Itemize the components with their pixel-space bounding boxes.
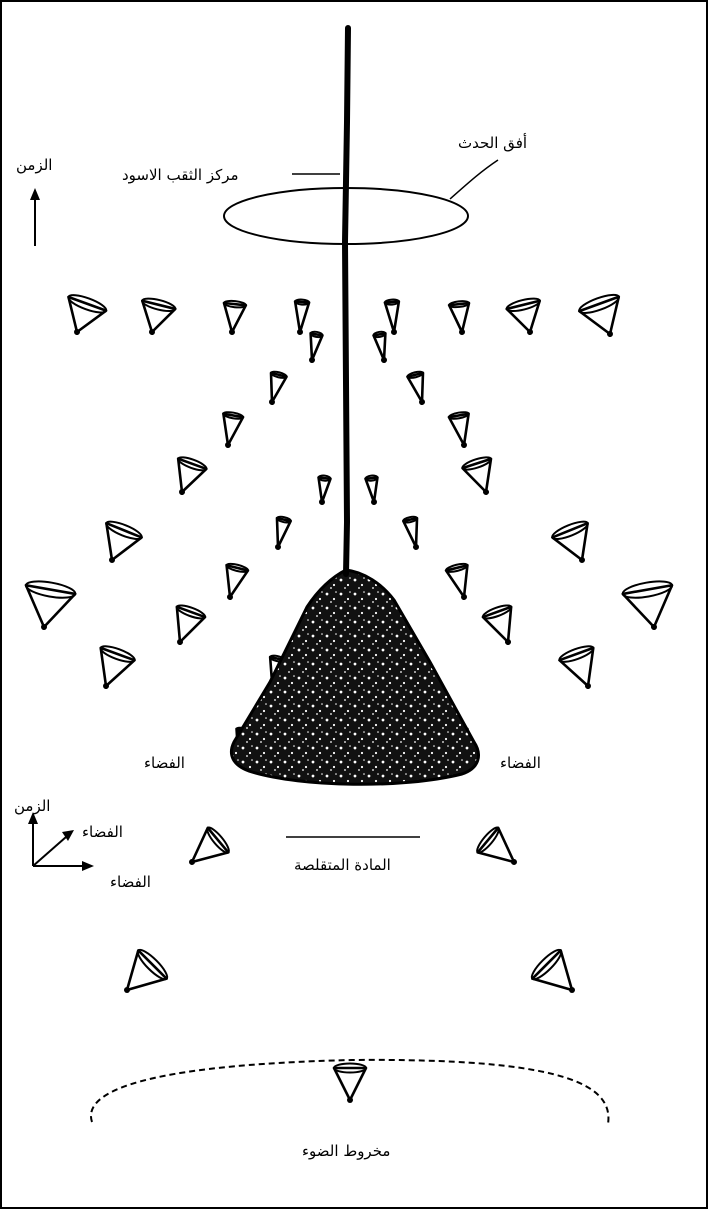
light-cone-26 — [622, 578, 680, 634]
light-cone-body — [168, 459, 206, 497]
light-cone-22 — [550, 518, 600, 570]
light-cone-15 — [167, 455, 208, 500]
axis-space-horizontal-label: الفضاء — [110, 875, 151, 890]
light-cone-24 — [445, 562, 475, 602]
light-cone-8 — [577, 291, 630, 344]
light-cone-20 — [403, 516, 424, 552]
light-cone-7 — [506, 296, 548, 339]
light-cone-39 — [334, 1064, 366, 1103]
light-cone-23 — [219, 562, 249, 602]
axis-space-diagonal-line — [33, 837, 66, 866]
light-cone-body — [483, 607, 522, 647]
light-cone-body — [19, 585, 75, 631]
axis-space-horizontal-arrowhead — [82, 861, 94, 871]
light-cone-38 — [528, 946, 588, 1006]
light-cone-13 — [218, 411, 244, 450]
light-cone-apex — [347, 1097, 353, 1103]
light-cone-1 — [57, 292, 108, 342]
light-cone-9 — [306, 331, 323, 364]
time-arrowhead-top — [30, 188, 40, 200]
light-cone-25 — [19, 578, 77, 634]
axis-space-diagonal-label: الفضاء — [82, 825, 123, 840]
collapsing-matter-cone — [231, 570, 478, 784]
light-cone-5 — [385, 299, 401, 335]
light-cone-17 — [316, 475, 331, 506]
light-cone-35 — [179, 825, 231, 876]
light-cone-21 — [93, 518, 143, 570]
light-cone-body — [293, 302, 309, 333]
time-label-top: الزمن — [16, 158, 52, 173]
light-cone-12 — [407, 370, 431, 406]
light-cone-body — [559, 648, 604, 692]
light-cone-6 — [449, 300, 472, 336]
light-cone-11 — [264, 370, 288, 406]
light-cone-31 — [88, 643, 136, 695]
light-cone-apex — [319, 499, 326, 506]
light-cone-body — [136, 301, 176, 336]
light-cone-body — [623, 585, 679, 631]
light-cone-28 — [482, 603, 524, 650]
light-cone-2 — [135, 296, 177, 339]
light-cone-18 — [365, 475, 380, 506]
light-cone-4 — [293, 299, 309, 335]
singularity-label: مركز الثقب الاسود — [122, 168, 239, 183]
light-cone-10 — [373, 331, 390, 364]
space-label-right: الفضاء — [500, 756, 541, 771]
light-cone-label: مخروط الضوء — [302, 1144, 390, 1159]
light-cone-36 — [474, 825, 526, 876]
light-cone-apex — [371, 499, 378, 506]
light-cone-body — [385, 302, 401, 333]
light-cone-32 — [558, 643, 606, 695]
light-cone-body — [89, 648, 134, 692]
light-cone-37 — [111, 946, 171, 1006]
collapsing-matter-label: المادة المتقلصة — [294, 858, 391, 873]
light-cone-16 — [461, 455, 501, 500]
light-cone-19 — [271, 516, 292, 552]
light-cone-apex — [391, 329, 397, 335]
light-cone-27 — [165, 603, 207, 650]
light-cone-body — [166, 607, 205, 647]
light-cone-body — [182, 828, 229, 874]
light-cone-body — [478, 828, 525, 874]
axis-time-label: الزمن — [14, 799, 50, 814]
singularity-worldline — [345, 28, 348, 574]
space-label-left: الفضاء — [144, 756, 185, 771]
event-horizon-label: أفق الحدث — [458, 136, 527, 151]
event-horizon-leader-line — [450, 160, 498, 199]
light-cone-apex — [297, 329, 303, 335]
light-cone-3 — [221, 300, 246, 336]
light-cone-14 — [448, 411, 474, 450]
light-cone-body — [462, 459, 500, 497]
light-cone-body — [507, 301, 547, 336]
